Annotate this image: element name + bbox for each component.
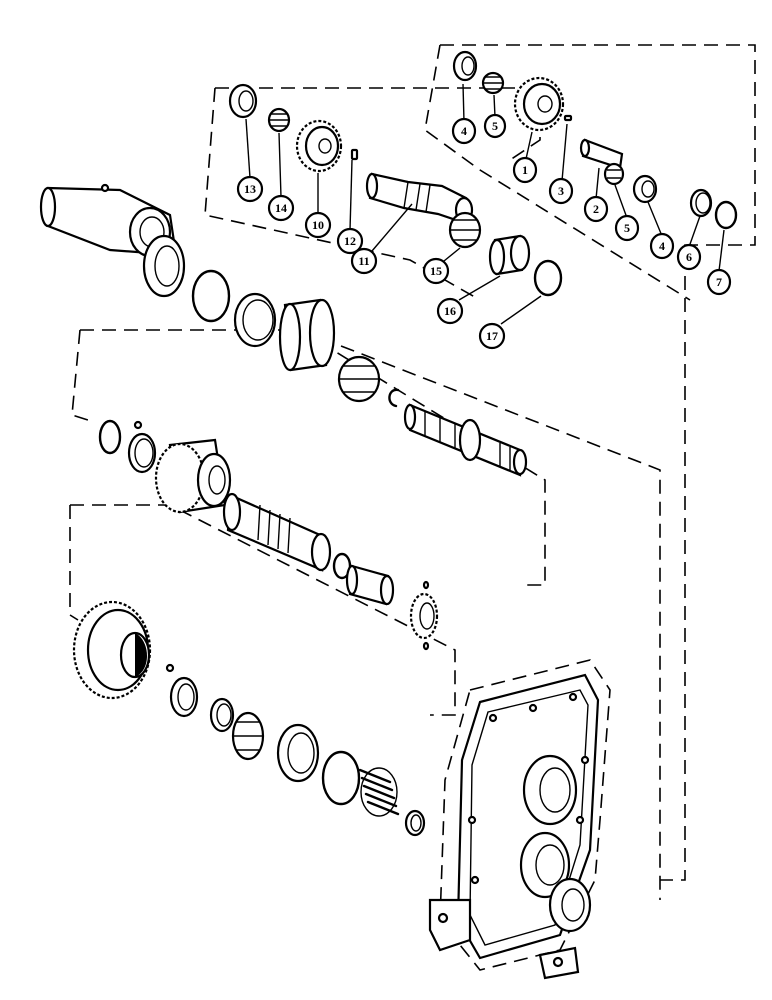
callout-label: 5 (492, 119, 498, 133)
callout-label: 3 (558, 184, 564, 198)
bearing-cone-part-15 (448, 211, 482, 249)
callout-label: 4 (659, 239, 665, 253)
assembly-outline-right (424, 44, 756, 881)
callout-2: 2 (583, 195, 609, 223)
callout-label: 14 (275, 201, 287, 215)
bearing-cone-lower (231, 711, 265, 761)
housing-tube (39, 183, 178, 258)
bearing-cone-main (337, 355, 381, 403)
callout-13: 13 (236, 175, 264, 203)
callout-label: 1 (522, 163, 528, 177)
callout-label: 11 (358, 254, 369, 268)
callout-label: 2 (593, 202, 599, 216)
gear-part-10 (295, 119, 343, 173)
callout-label: 17 (486, 329, 498, 343)
bearing-cone-part-5-lower (603, 162, 625, 186)
callout-17: 17 (478, 322, 506, 350)
callout-label: 4 (461, 124, 467, 138)
callout-5-upper: 5 (483, 113, 507, 139)
callout-label: 13 (244, 182, 256, 196)
pin-shaft (345, 564, 395, 606)
snap-ring-lower (321, 750, 361, 806)
callout-label: 10 (312, 218, 324, 232)
callout-label: 16 (444, 304, 456, 318)
bearing-cup-part-4-lower (632, 174, 658, 204)
assembly-outline-middle (71, 329, 661, 900)
spring (358, 767, 400, 817)
bearing-cup-part-4-upper (452, 50, 478, 82)
retaining-ring-lower (404, 809, 426, 837)
callout-4-lower: 4 (649, 232, 675, 260)
callout-3: 3 (548, 177, 574, 205)
callout-label: 15 (430, 264, 442, 278)
callout-label: 5 (624, 221, 630, 235)
callout-4-upper: 4 (451, 117, 477, 145)
bearing-cup-lower (276, 723, 320, 783)
large-drive-gear (72, 600, 152, 700)
snap-ring-main (191, 269, 231, 323)
callout-label: 7 (716, 275, 722, 289)
callout-7: 7 (706, 268, 732, 296)
transmission-housing (428, 659, 611, 980)
inner-race-lower (209, 697, 235, 733)
callout-label: 6 (686, 250, 692, 264)
snap-ring-part-7 (714, 200, 738, 230)
cluster-gear (154, 438, 232, 514)
callout-10: 10 (304, 211, 332, 239)
callout-label: 12 (344, 234, 356, 248)
snap-ring-cluster (98, 419, 122, 455)
bearing-cone-part-5-upper (481, 71, 505, 95)
bearing-cup-part-16 (488, 234, 531, 276)
snap-ring-part-17 (533, 259, 563, 297)
callout-16: 16 (436, 297, 464, 325)
callout-6: 6 (676, 243, 702, 271)
callout-14: 14 (267, 194, 295, 222)
bearing-cup-main (278, 298, 336, 372)
callout-12: 12 (336, 227, 364, 255)
assembly-outline-lower (69, 504, 456, 716)
callout-1: 1 (512, 156, 538, 184)
thrust-washer-cluster (127, 420, 157, 474)
small-gear (409, 580, 439, 651)
shaft-part-2 (579, 138, 624, 170)
gear-part-1 (513, 76, 565, 132)
bearing-cone-part-14 (267, 107, 291, 133)
key-part-3 (563, 114, 573, 122)
shim-part-6 (689, 188, 713, 218)
countershaft (222, 492, 332, 572)
callout-5-lower: 5 (614, 214, 640, 242)
seal-ring (142, 234, 186, 298)
spacer-ring (233, 292, 277, 348)
key-part-12 (350, 148, 359, 161)
callout-leaders (245, 83, 725, 325)
retaining-clip (388, 388, 400, 408)
splined-shaft (403, 403, 528, 477)
thrust-washer-lower (165, 663, 199, 718)
callout-15: 15 (422, 257, 450, 285)
callout-11: 11 (350, 247, 378, 275)
bearing-cup-part-13 (228, 83, 258, 119)
